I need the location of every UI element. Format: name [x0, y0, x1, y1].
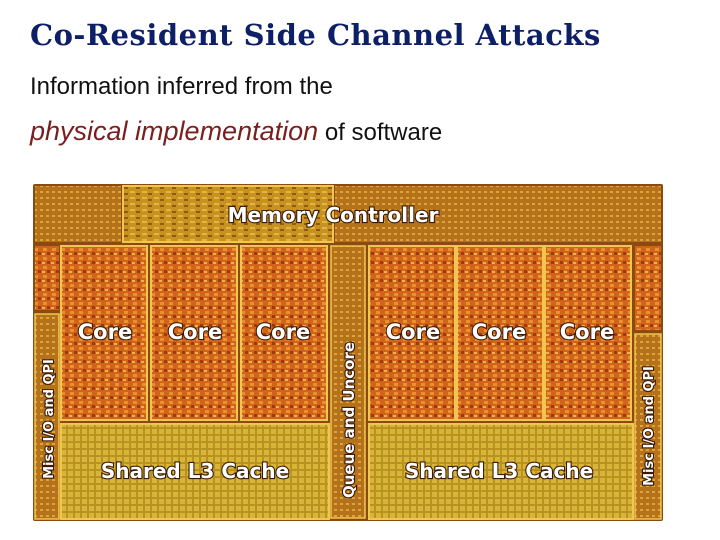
misc-io-label-left: Misc I/O and QPI [42, 359, 57, 479]
core-label-5: Core [472, 320, 526, 344]
processor-die-image: Memory Controller Core Core Core Core Co… [33, 184, 663, 521]
memory-controller-label: Memory Controller [228, 203, 439, 227]
core-label-3: Core [256, 320, 310, 344]
emphasis-text: physical implementation [30, 116, 319, 146]
subtitle-line-2-rest: of software [324, 119, 443, 146]
core-label-4: Core [386, 320, 440, 344]
cache-label-right: Shared L3 Cache [405, 459, 593, 483]
subtitle-line-2: physical implementation of software [30, 116, 442, 147]
queue-uncore-label: Queue and Uncore [340, 342, 358, 498]
subtitle-line-1: Information inferred from the [30, 73, 333, 100]
core-label-1: Core [78, 320, 132, 344]
cache-label-left: Shared L3 Cache [101, 459, 289, 483]
misc-io-label-right: Misc I/O and QPI [642, 366, 657, 486]
core-label-6: Core [560, 320, 614, 344]
slide-title: Co-Resident Side Channel Attacks [30, 18, 601, 52]
core-label-2: Core [168, 320, 222, 344]
